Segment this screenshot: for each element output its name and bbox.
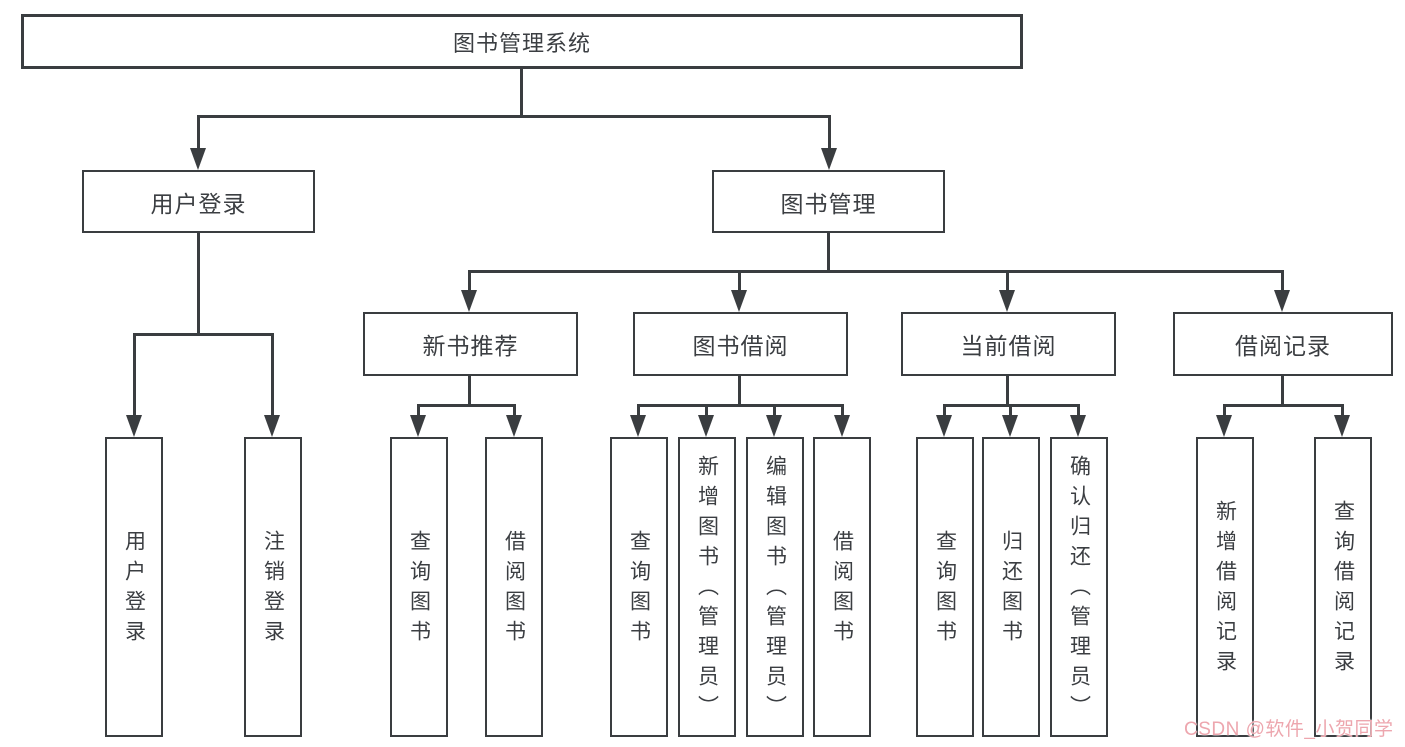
leaf-return-book: 归还图书 bbox=[982, 437, 1040, 737]
connector-drop-query-borrow-record bbox=[1341, 404, 1344, 417]
leaf-query-borrow-record: 查询借阅记录 bbox=[1314, 437, 1372, 737]
leaf-query-book-recommend: 查询图书 bbox=[390, 437, 448, 737]
arrowhead-add-borrow-record bbox=[1216, 415, 1232, 437]
leaf-add-book-admin: 新增图书（管理员） bbox=[678, 437, 736, 737]
arrowhead-confirm-return bbox=[1070, 415, 1086, 437]
connector-drop-borrow-records bbox=[1281, 270, 1284, 292]
csdn-watermark: CSDN @软件_小贺同学 bbox=[1184, 719, 1394, 740]
connector-book-mgmt-stem bbox=[827, 233, 830, 273]
connector-root-bus bbox=[197, 115, 831, 118]
connector-drop-add-borrow-record bbox=[1223, 404, 1226, 417]
arrowhead-edit-book bbox=[766, 415, 782, 437]
connector-borrow-records-stem bbox=[1281, 376, 1284, 407]
connector-drop-current-borrow bbox=[1006, 270, 1009, 292]
leaf-edit-book-admin: 编辑图书（管理员） bbox=[746, 437, 804, 737]
arrowhead-return-book bbox=[1002, 415, 1018, 437]
connector-new-book-rec-stem bbox=[468, 376, 471, 407]
connector-drop-edit-book bbox=[773, 404, 776, 417]
connector-drop-new-book-rec bbox=[468, 270, 471, 292]
leaf-add-borrow-record: 新增借阅记录 bbox=[1196, 437, 1254, 737]
leaf-user-login: 用户登录 bbox=[105, 437, 163, 737]
connector-drop-borrow-book-borrow bbox=[841, 404, 844, 417]
node-book-borrowing: 图书借阅 bbox=[633, 312, 848, 376]
node-new-book-recommend: 新书推荐 bbox=[363, 312, 578, 376]
connector-user-login-stem bbox=[197, 233, 200, 336]
connector-drop-user-login bbox=[197, 115, 200, 149]
arrowhead-query-book-borrow bbox=[630, 415, 646, 437]
connector-drop-leaf-user-login bbox=[133, 333, 136, 416]
arrowhead-leaf-user-login bbox=[126, 415, 142, 437]
connector-drop-add-book bbox=[705, 404, 708, 417]
node-root-library-system: 图书管理系统 bbox=[21, 14, 1023, 69]
node-user-login: 用户登录 bbox=[82, 170, 315, 233]
connector-user-login-bus bbox=[133, 333, 274, 336]
connector-book-borrow-stem bbox=[738, 376, 741, 407]
leaf-borrow-book-borrowing: 借阅图书 bbox=[813, 437, 871, 737]
connector-drop-query-book-rec bbox=[417, 404, 420, 417]
arrowhead-borrow-book-rec bbox=[506, 415, 522, 437]
leaf-logout: 注销登录 bbox=[244, 437, 302, 737]
connector-drop-book-borrow bbox=[738, 270, 741, 292]
arrowhead-leaf-logout bbox=[264, 415, 280, 437]
arrowhead-book-mgmt bbox=[821, 148, 837, 170]
arrowhead-query-borrow-record bbox=[1334, 415, 1350, 437]
leaf-query-book-current: 查询图书 bbox=[916, 437, 974, 737]
connector-drop-return-book bbox=[1009, 404, 1012, 417]
connector-new-book-rec-bus bbox=[417, 404, 516, 407]
node-book-management: 图书管理 bbox=[712, 170, 945, 233]
arrowhead-book-borrow bbox=[731, 290, 747, 312]
connector-drop-query-book-borrow bbox=[637, 404, 640, 417]
leaf-confirm-return-admin: 确认归还（管理员） bbox=[1050, 437, 1108, 737]
connector-drop-query-book-current bbox=[943, 404, 946, 417]
arrowhead-add-book bbox=[698, 415, 714, 437]
node-current-borrowing: 当前借阅 bbox=[901, 312, 1116, 376]
leaf-borrow-book-recommend: 借阅图书 bbox=[485, 437, 543, 737]
connector-book-borrow-bus bbox=[637, 404, 844, 407]
connector-borrow-records-bus bbox=[1223, 404, 1344, 407]
connector-root-stem bbox=[520, 69, 523, 118]
leaf-query-book-borrowing: 查询图书 bbox=[610, 437, 668, 737]
connector-current-borrow-stem bbox=[1006, 376, 1009, 407]
connector-drop-book-mgmt bbox=[828, 115, 831, 149]
arrowhead-current-borrow bbox=[999, 290, 1015, 312]
connector-drop-borrow-book-rec bbox=[513, 404, 516, 417]
node-borrow-records: 借阅记录 bbox=[1173, 312, 1393, 376]
arrowhead-borrow-records bbox=[1274, 290, 1290, 312]
connector-drop-leaf-logout bbox=[271, 333, 274, 416]
arrowhead-borrow-book-borrow bbox=[834, 415, 850, 437]
arrowhead-user-login bbox=[190, 148, 206, 170]
arrowhead-query-book-current bbox=[936, 415, 952, 437]
connector-drop-confirm-return bbox=[1077, 404, 1080, 417]
connector-book-mgmt-bus bbox=[468, 270, 1284, 273]
arrowhead-query-book-rec bbox=[410, 415, 426, 437]
arrowhead-new-book-rec bbox=[461, 290, 477, 312]
